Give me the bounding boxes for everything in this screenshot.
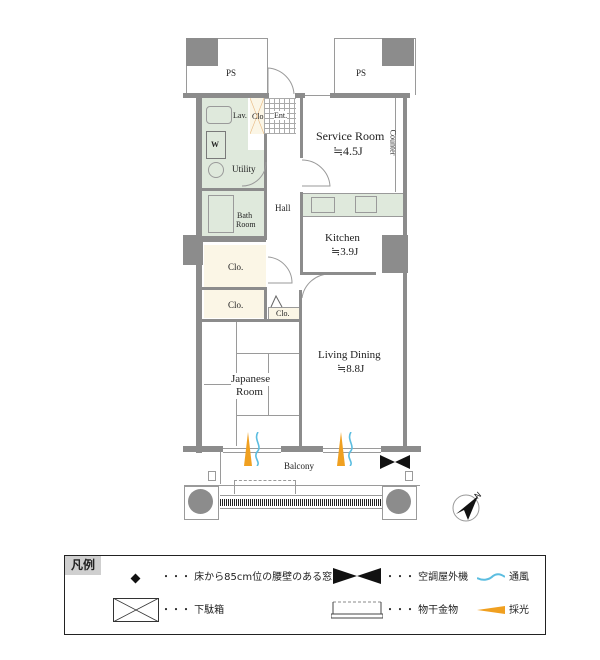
top-window: [305, 95, 330, 96]
closet-lower: [204, 290, 266, 318]
utility-door-icon: [241, 161, 267, 187]
drying-rack-icon: [331, 601, 383, 619]
top-wall-right: [330, 93, 410, 98]
ac-unit-icon: [380, 455, 410, 469]
bathtub: [208, 195, 234, 233]
wind-arrow-icon: [348, 432, 353, 466]
entrance-door-icon: [267, 67, 295, 95]
floor-plan: PS PS Lav. W Utility Clo. Ent. Bath Room…: [183, 38, 483, 522]
kitchen-sink: [311, 197, 335, 213]
living-door-icon: [301, 273, 331, 299]
balcony-unit-left-circle: [188, 489, 213, 514]
lav-sink: [206, 106, 232, 124]
tatami-line-5: [236, 415, 299, 416]
drain-right: [405, 471, 413, 481]
lavatory-label: Lav.: [233, 111, 247, 120]
entrance-closet-label: Clo.: [252, 112, 266, 121]
legend-item-drying-rack: ・・・ 物干金物: [385, 605, 459, 616]
bathroom-label-2: Room: [236, 220, 256, 229]
top-wall-left: [183, 93, 269, 98]
closet-small-door-icon: [270, 294, 283, 308]
legend-item-shoe-box: ・・・ 下駄箱: [161, 605, 225, 616]
diamond-icon: [130, 573, 141, 584]
wind-icon: [477, 573, 505, 581]
light-arrow-icon: [244, 432, 252, 466]
top-wall-mid: [295, 93, 305, 98]
light-icon: [477, 606, 505, 614]
bath-bottom-wall: [202, 236, 266, 242]
bottom-wall-3: [381, 446, 421, 452]
entrance-label: Ent.: [274, 111, 288, 120]
left-wall: [196, 93, 202, 453]
kitchen-label: Kitchen: [325, 232, 360, 244]
utility-label: Utility: [232, 164, 256, 174]
bottom-wall-2: [281, 446, 323, 452]
japanese-room-label-1: Japanese: [231, 373, 271, 386]
service-room-door-icon: [301, 159, 331, 187]
wind-arrow-icon: [255, 432, 260, 466]
ps-left-pillar: [186, 38, 218, 66]
closet-small-label: Clo.: [276, 309, 290, 318]
washer-box: [206, 131, 226, 159]
bottom-wall-1: [183, 446, 223, 452]
ps-left-label: PS: [226, 68, 237, 78]
hall-label: Hall: [275, 203, 291, 213]
entrance-closet-cross: [250, 98, 264, 134]
balcony-unit-right-circle: [386, 489, 411, 514]
drying-rack: [234, 480, 296, 494]
balcony-left-edge: [220, 452, 221, 484]
kitchen-bottom-wall: [300, 272, 376, 275]
kitchen-size: ≒3.9J: [331, 246, 359, 258]
window-japanese: [223, 448, 281, 453]
ps-right-label: PS: [356, 68, 367, 78]
bathroom-label-1: Bath: [237, 211, 253, 220]
living-dining-size: ≒8.8J: [337, 363, 365, 375]
japanese-room-label-2: Room: [236, 386, 263, 399]
closet-right-wall: [264, 287, 267, 321]
balcony-label: Balcony: [284, 461, 314, 471]
compass-icon: [452, 494, 480, 522]
kitchen-wall-left: [300, 192, 303, 274]
balcony-railing: [220, 499, 382, 506]
legend-item-ac: ・・・ 空調屋外機: [385, 572, 469, 583]
light-arrow-icon: [337, 432, 345, 466]
stove-icon: [355, 196, 377, 213]
service-room-label: Service Room: [316, 129, 385, 143]
balcony-rail-line-2: [220, 495, 382, 496]
legend-item-window: ・・・ 床から85cm位の腰壁のある窓: [161, 572, 333, 583]
washer-label: W: [211, 140, 219, 149]
japanese-top-wall: [202, 319, 302, 322]
hall-left-wall: [264, 134, 267, 240]
closet-divider: [202, 287, 266, 290]
bath-top-wall: [202, 188, 266, 191]
drain-left: [208, 471, 216, 481]
closet-upper: [204, 245, 266, 287]
ps-right-pillar: [382, 38, 414, 66]
left-pillar: [183, 235, 203, 265]
service-room-size: ≒4.5J: [333, 144, 363, 158]
tatami-line-4: [204, 384, 236, 385]
closet-door-icon: [267, 256, 293, 284]
counter-line: [395, 98, 396, 192]
balcony-rail-line: [184, 485, 420, 486]
legend-item-wind: 通風: [509, 572, 529, 583]
counter-label: Counter: [388, 129, 398, 156]
ac-unit-icon: [333, 568, 381, 584]
legend: 凡例 ・・・ 床から85cm位の腰壁のある窓 ・・・ 空調屋外機 通風 ・・・ …: [64, 555, 546, 635]
legend-title: 凡例: [65, 556, 101, 575]
closet-upper-label: Clo.: [228, 262, 244, 272]
partition-wall: [299, 290, 302, 448]
tatami-line-2: [236, 353, 299, 354]
toilet-icon: [208, 162, 224, 178]
closet-lower-label: Clo.: [228, 300, 244, 310]
balcony-bottom-line: [220, 508, 382, 509]
legend-item-light: 採光: [509, 605, 529, 616]
living-dining-label: Living Dining: [318, 349, 381, 361]
right-pillar: [382, 235, 408, 273]
hall-right-wall: [300, 98, 303, 158]
shoe-box-icon: [113, 598, 159, 622]
